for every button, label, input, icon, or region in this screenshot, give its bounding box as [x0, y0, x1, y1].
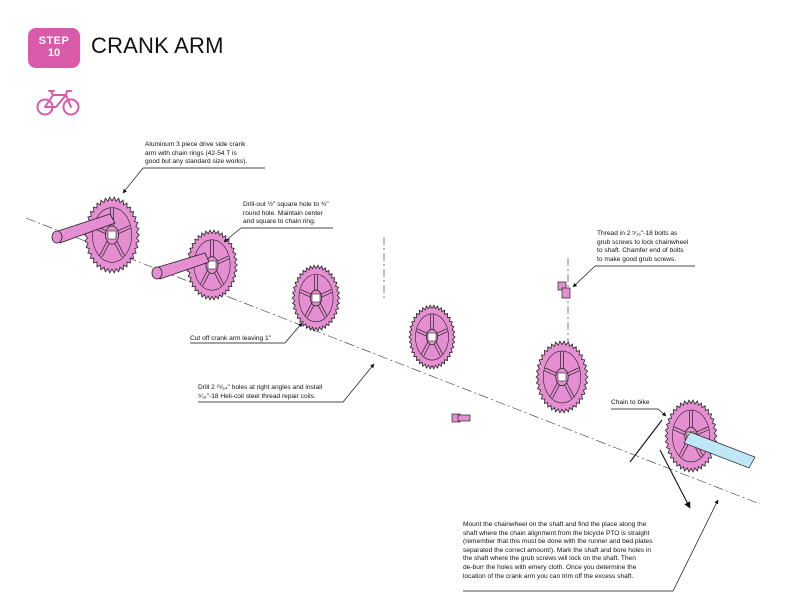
note-thread: Thread in 2 ⁵⁄₁₆"-18 bolts as grub screw…: [597, 230, 689, 263]
grub-screw-bolt-side: [451, 413, 471, 423]
note-cut-off: Cut off crank arm leaving 1": [190, 335, 272, 342]
leader-cut-off: [190, 322, 303, 344]
center-line: [25, 217, 761, 505]
chain-line-upper: [629, 419, 663, 463]
chainring-stage-3: [291, 264, 341, 332]
leader-drill-out: [224, 227, 333, 242]
step-label: STEP: [38, 35, 70, 47]
note-drill-out: Drill-out ½" square hole to ¾" round hol…: [243, 201, 329, 226]
leader-thread: [573, 265, 695, 287]
step-badge: STEP 10: [28, 28, 80, 68]
note-crank: Aluminum 3 piece drive side crank arm wi…: [145, 141, 248, 166]
crank-arm-drilled: [151, 252, 210, 280]
leader-mount: [463, 499, 719, 592]
chain-line-lower: [659, 449, 691, 509]
note-chain: Chain to bike: [611, 399, 650, 406]
chainring-stage-2: [186, 229, 238, 301]
bicycle-icon: [36, 90, 80, 116]
note-mount: Mount the chainwheel on the shaft and fi…: [463, 521, 653, 580]
leader-crank: [123, 167, 265, 193]
shaft: [683, 431, 756, 469]
grub-screw-bolt-top: [557, 281, 571, 299]
leader-chain: [611, 408, 667, 417]
crank-arm-full: [51, 213, 116, 244]
chainring-stage-1: [84, 196, 140, 274]
note-drill-holes: Drill 2 ²¹⁄₆₄" holes at right angles and…: [198, 384, 323, 400]
chainring-stage-4: [408, 304, 456, 370]
chainring-stage-5: [535, 340, 589, 414]
leader-drill-holes: [198, 363, 375, 403]
page-title: CRANK ARM: [91, 33, 224, 58]
step-number: 10: [47, 47, 61, 59]
